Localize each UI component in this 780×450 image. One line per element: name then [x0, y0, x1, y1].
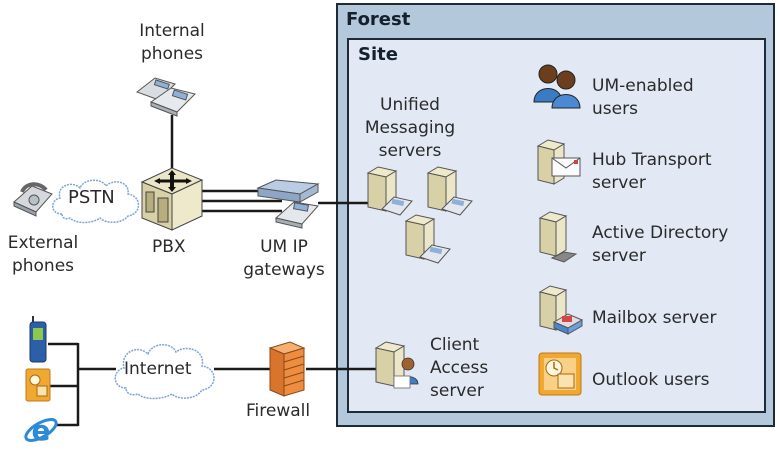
mobile-phone-icon[interactable] [28, 316, 50, 364]
internet-label: Internet [124, 359, 192, 379]
um-server-icon [405, 214, 451, 264]
um-server-icon [427, 166, 473, 216]
outlook-icon [538, 352, 582, 396]
firewall-label: Firewall [246, 401, 311, 421]
users-icon [533, 64, 581, 109]
pstn-cloud-icon [52, 179, 140, 224]
firewall-icon[interactable] [266, 340, 310, 398]
legend-outlook-users-label: Outlook users [592, 370, 710, 390]
um-servers-label: Unified Messaging servers [364, 95, 456, 161]
client-access-label: Client Access server [430, 335, 489, 401]
active-directory-server-icon [538, 211, 578, 263]
external-phones-label: External phones [7, 233, 79, 276]
legend-mailbox-label: Mailbox server [592, 308, 717, 328]
client-access-server-icon[interactable] [372, 340, 420, 392]
hub-transport-server-icon [536, 139, 581, 185]
forest-label: Forest [346, 9, 411, 30]
um-servers-group [367, 166, 473, 264]
internet-explorer-icon[interactable]: e [22, 410, 60, 448]
site-label: Site [358, 44, 398, 65]
svg-text:e: e [32, 414, 51, 447]
ip-gateway-icon[interactable] [256, 174, 322, 232]
mailbox-server-icon [538, 285, 584, 335]
outlook-client-icon[interactable] [25, 368, 51, 404]
um-server-icon [367, 166, 413, 216]
desk-phones-icon[interactable] [133, 70, 199, 120]
pbx-switch-icon[interactable] [136, 164, 206, 232]
legend-um-users-label: UM-enabled users [592, 76, 694, 119]
um-ip-gateways-label: UM IP gateways [243, 237, 325, 280]
legend-active-directory-label: Active Directory server [592, 223, 729, 266]
legend-hub-transport-label: Hub Transport server [592, 150, 712, 193]
desk-phone-icon[interactable] [10, 176, 56, 218]
pbx-label: PBX [152, 237, 186, 257]
pstn-label: PSTN [68, 187, 115, 208]
internet-cloud-icon [114, 344, 215, 400]
internal-phones-label: Internal phones [139, 21, 205, 64]
